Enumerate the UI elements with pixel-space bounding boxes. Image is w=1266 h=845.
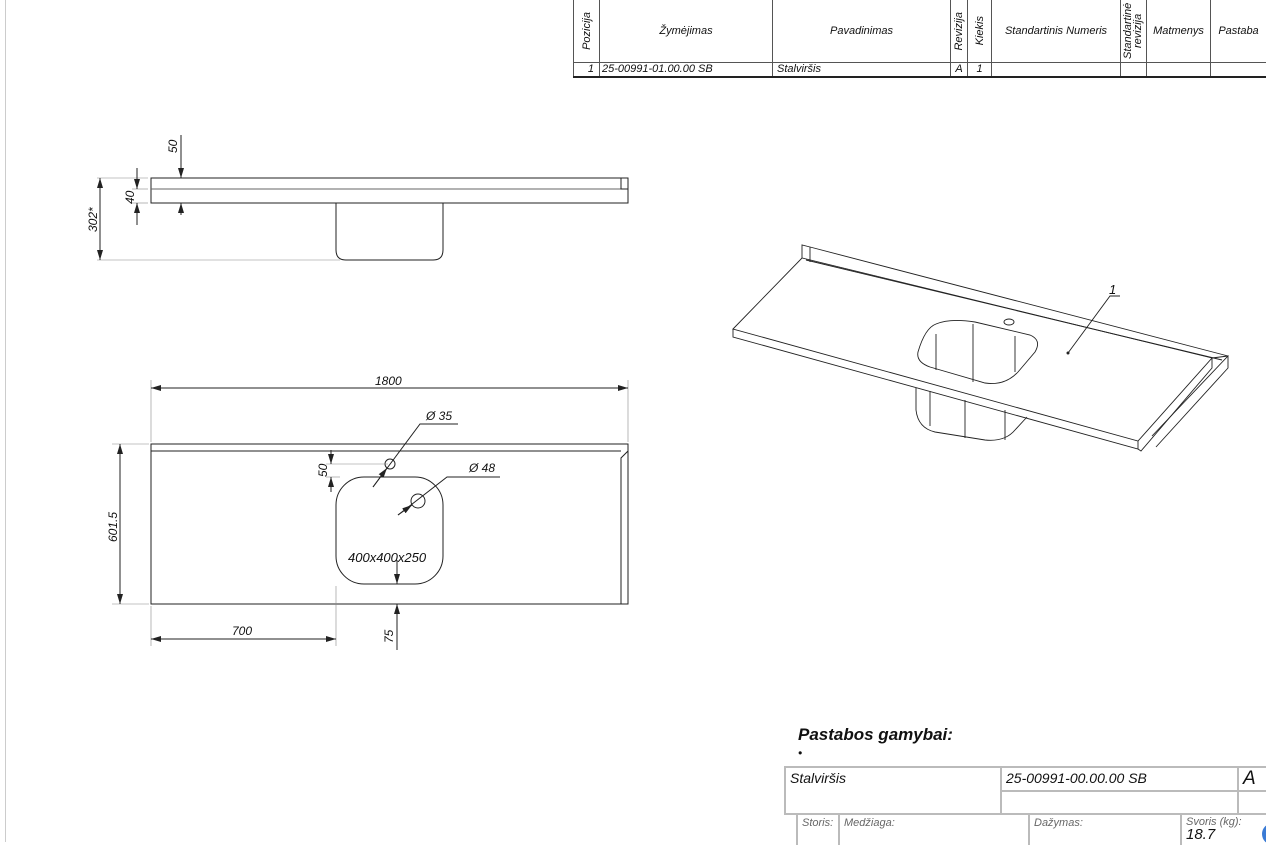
dim-front: 75 <box>382 629 396 643</box>
title-revision: A <box>1237 768 1266 792</box>
bom-header-quantity: Kiekis <box>967 0 991 62</box>
dim-edge: 40 <box>123 190 137 204</box>
material-label: Medžiaga: <box>838 815 1028 845</box>
bom-header-standard-revision: Standartinė revizija <box>1120 0 1146 62</box>
dim-depth: 601.5 <box>106 512 120 542</box>
title-block: Stalviršis 25-00991-00.00.00 SB A Storis… <box>784 766 1266 845</box>
dim-length: 1800 <box>375 374 402 388</box>
header-text: Matmenys <box>1153 25 1204 37</box>
bom-header-position: Pozicija <box>573 0 599 62</box>
bom-cell-position: 1 <box>573 62 599 76</box>
title-revision-blank <box>1237 792 1266 815</box>
bom-cell-note <box>1210 62 1266 76</box>
dim-height: 302* <box>86 207 100 232</box>
title-number-blank <box>1000 792 1237 815</box>
dim-offset: 700 <box>232 624 252 638</box>
title-name: Stalviršis <box>784 768 1000 815</box>
top-view <box>112 380 629 650</box>
weight-cell: Svoris (kg): 18.7 <box>1180 815 1266 845</box>
bom-header-name: Pavadinimas <box>772 0 950 62</box>
floating-action-button[interactable] <box>1262 823 1266 845</box>
header-text: Pastaba <box>1218 25 1259 37</box>
header-text: Pavadinimas <box>830 25 893 37</box>
notes-title: Pastabos gamybai: <box>798 725 953 744</box>
balloon-label: 1 <box>1109 282 1116 297</box>
dim-thickness: 50 <box>166 139 180 153</box>
bom-header-note: Pastaba <box>1210 0 1266 62</box>
weight-label: Svoris (kg): <box>1186 816 1242 828</box>
bom-table: Pozicija Žymėjimas Pavadinimas Revizija … <box>573 0 1266 78</box>
bom-header-dimensions: Matmenys <box>1146 0 1210 62</box>
bom-cell-revision: A <box>950 62 967 76</box>
title-number: 25-00991-00.00.00 SB <box>1000 768 1237 792</box>
bom-cell-designation: 25-00991-01.00.00 SB <box>599 62 772 76</box>
header-text: Žymėjimas <box>659 25 713 37</box>
front-view <box>97 135 629 261</box>
hole-small-label: Ø 35 <box>425 409 452 423</box>
bom-header-designation: Žymėjimas <box>599 0 772 62</box>
bom-header-revision: Revizija <box>950 0 967 62</box>
bom-cell-dimensions <box>1146 62 1210 76</box>
dim-hole-offset: 50 <box>316 463 330 477</box>
sheet-border-left <box>5 0 6 842</box>
thickness-label: Storis: <box>796 815 838 845</box>
notes-bullet: • <box>798 746 803 760</box>
sink-size-label: 400x400x250 <box>348 550 427 565</box>
bom-cell-quantity: 1 <box>967 62 991 76</box>
bom-cell-standard-revision <box>1120 62 1146 76</box>
header-text: Standartinis Numeris <box>1004 25 1108 37</box>
isometric-view <box>732 244 1229 452</box>
paint-label: Dažymas: <box>1028 815 1180 845</box>
bom-cell-name: Stalviršis <box>772 62 950 76</box>
hole-large-label: Ø 48 <box>468 461 495 475</box>
balloon-leader-dot <box>1066 351 1070 355</box>
bom-header-standard-number: Standartinis Numeris <box>991 0 1120 62</box>
bom-cell-standard-number <box>991 62 1120 76</box>
weight-value: 18.7 <box>1186 826 1216 843</box>
